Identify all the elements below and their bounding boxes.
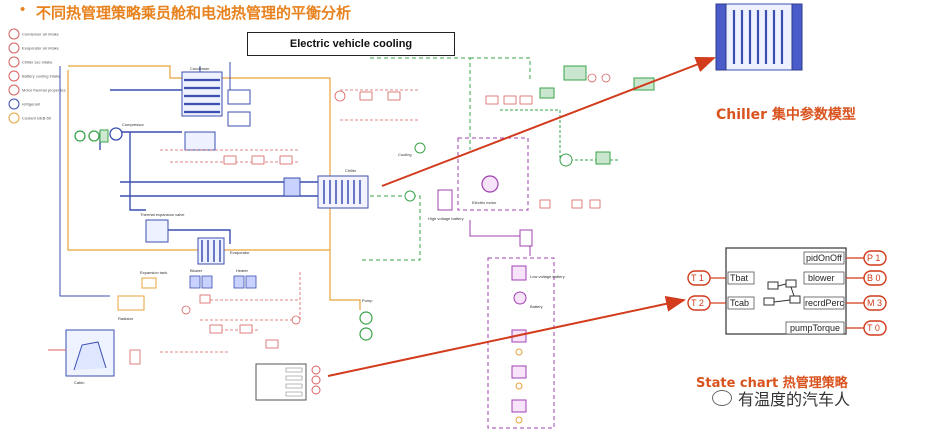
- output-port-t0: T 0: [867, 323, 880, 333]
- thermal-expansion-valve: Thermal expansion valve: [140, 212, 185, 243]
- signal-nodes: [181, 90, 346, 325]
- condenser-label: Condenser: [190, 66, 210, 71]
- input-port-t2: T 2: [691, 298, 704, 308]
- hv-battery-label: High voltage battery: [428, 216, 464, 221]
- statechart-mini: [255, 363, 321, 401]
- wechat-icon: [712, 390, 732, 406]
- output-label-pumptorque: pumpTorque: [790, 323, 840, 333]
- title-bullet: •: [20, 1, 26, 18]
- battery-label: Battery: [530, 304, 543, 309]
- motor-label: Electric motor: [472, 200, 497, 205]
- watermark: 有温度的汽车人: [712, 386, 850, 410]
- evaporator: Evaporator: [197, 237, 250, 265]
- expansion-tank: Expansion tank: [140, 270, 167, 289]
- valve-label: Thermal expansion valve: [140, 212, 185, 217]
- motor-region: [457, 137, 529, 211]
- legend-label: Battery cooling intake: [22, 74, 61, 79]
- signal-blocks: [129, 91, 401, 365]
- battery-column: [487, 257, 555, 429]
- statechart-icon: [763, 279, 801, 306]
- input-label-tbat: Tbat: [730, 273, 749, 283]
- radiator-label: Radiator: [118, 316, 134, 321]
- battery: Battery: [513, 291, 543, 309]
- coolant-dashed-loop-2: [360, 195, 421, 261]
- legend-label: Chiller sec intake: [22, 60, 53, 65]
- legend-marker: [8, 56, 20, 68]
- chiller-zoom: [715, 3, 803, 71]
- coolant-loop-outer: [67, 65, 331, 251]
- output-label-blower: blower: [808, 273, 835, 283]
- chiller-caption: Chiller 集中参数模型: [716, 107, 856, 123]
- condenser-fan: [184, 131, 216, 151]
- pump-label: Pump: [362, 298, 373, 303]
- coolant-dashed-loop: [370, 57, 531, 150]
- coolant-nodes: [515, 348, 523, 424]
- legend-marker: [8, 42, 20, 54]
- lv-battery-label: Low voltage battery: [530, 274, 565, 279]
- legend-marker: [8, 70, 20, 82]
- evaporator-stack: [189, 275, 257, 289]
- output-port-b0: B 0: [867, 273, 881, 283]
- legend-label: Motor thermal properties: [22, 88, 66, 93]
- output-port-m3: M 3: [867, 298, 882, 308]
- statechart-caption: State chart 热管理策略: [696, 376, 848, 391]
- refrigerant-return-line: [59, 66, 110, 297]
- heater-label: Heater: [236, 268, 249, 273]
- output-label-recrdperc: recrdPerc: [805, 298, 845, 308]
- radiator: Radiator: [117, 295, 145, 321]
- cabin: Cabin: [65, 329, 115, 385]
- high-voltage-battery: High voltage battery: [428, 189, 464, 221]
- motor-converter: [519, 229, 533, 247]
- output-label-pidonoff: pidOnOff: [806, 253, 842, 263]
- legend-label: Condenser air intake: [22, 32, 60, 37]
- expansion-tank-label: Expansion tank: [140, 270, 167, 275]
- coolant-to-pump: [329, 250, 361, 310]
- legend-label: Evaporator air intake: [22, 46, 60, 51]
- legend-marker: [8, 98, 20, 110]
- cooling-block: Cooling: [398, 142, 426, 202]
- upper-right-coolant: [500, 109, 620, 161]
- statechart-zoom: Tbat Tcab pidOnOff blower recrdPerc pump…: [687, 247, 887, 336]
- pump: Pump: [359, 298, 373, 341]
- legend-marker: [8, 84, 20, 96]
- condenser: Condenser: [181, 66, 223, 117]
- low-voltage-battery: Low voltage battery: [511, 265, 565, 281]
- legend-marker: [8, 28, 20, 40]
- drive-motor-group: [74, 129, 109, 143]
- compressor-label: Compressor: [122, 122, 144, 127]
- upper-right-signals: [485, 73, 611, 209]
- legend-marker: [8, 112, 20, 124]
- signal-lines: [160, 89, 420, 353]
- cooling-label: Cooling: [398, 152, 412, 157]
- legend-label: Coolant GEB-50: [22, 116, 52, 121]
- slide-title: 不同热管理策略乘员舱和电池热管理的平衡分析: [36, 4, 352, 22]
- evaporator-label: Evaporator: [230, 250, 250, 255]
- input-port-t1: T 1: [691, 273, 704, 283]
- arrow-to-chiller-zoom: [381, 57, 716, 187]
- upper-right-components: [539, 65, 655, 167]
- chiller: Chiller: [317, 168, 369, 209]
- blower-label: Blower: [190, 268, 203, 273]
- air-volume-block: [227, 89, 251, 105]
- integration-block: [227, 111, 251, 127]
- legend-label: refrigerant: [22, 102, 41, 107]
- arrow-to-statechart-zoom: [327, 295, 686, 377]
- watermark-text: 有温度的汽车人: [738, 390, 851, 409]
- chiller-valve: [283, 177, 301, 197]
- electric-motor: Electric motor: [472, 175, 499, 205]
- compressor: Compressor: [109, 122, 144, 141]
- chiller-label: Chiller: [345, 168, 357, 173]
- output-port-p1: P 1: [867, 253, 880, 263]
- cabin-label: Cabin: [74, 380, 84, 385]
- diagram-header: Electric vehicle cooling: [247, 32, 455, 56]
- input-label-tcab: Tcab: [730, 298, 749, 308]
- battery-modules: [511, 329, 527, 413]
